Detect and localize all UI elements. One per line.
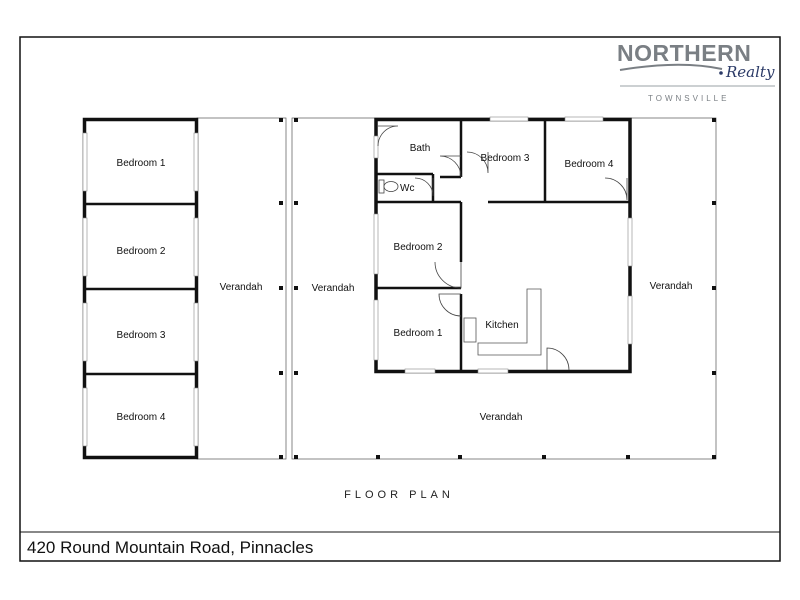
annex-verandah-posts [279,118,283,459]
kitchen-label: Kitchen [485,320,518,331]
verandah-south-label: Verandah [480,412,523,423]
northern-realty-logo: NORTHERN Realty TOWNSVILLE [617,40,775,103]
bedroom-3-label: Bedroom 3 [481,153,530,164]
verandah-west-label: Verandah [312,283,355,294]
house-windows [373,116,633,374]
wc-label: Wc [400,183,414,194]
verandah-east-label: Verandah [650,281,693,292]
annex-bedroom-1-label: Bedroom 1 [117,158,166,169]
house-interior-walls [377,121,629,370]
annex-verandah-label: Verandah [220,282,263,293]
toilet-icon [378,179,399,194]
bedroom-2-label: Bedroom 2 [394,242,443,253]
bedroom-1-label: Bedroom 1 [394,328,443,339]
logo-dot [719,71,723,75]
bedroom-4-label: Bedroom 4 [565,159,614,170]
property-address: 420 Round Mountain Road, Pinnacles [27,538,313,557]
logo-wordmark: NORTHERN [617,40,751,66]
annex-windows-left [82,132,88,447]
sheet-border [19,36,781,562]
kitchen-counter [463,288,542,356]
annex-windows-right [193,132,199,447]
annex-bedroom-3-label: Bedroom 3 [117,330,166,341]
house-doors [377,125,628,371]
logo-swoosh [619,63,723,71]
logo-location: TOWNSVILLE [648,94,729,103]
floor-plan-caption: FLOOR PLAN [344,489,454,501]
annex-bedroom-2-label: Bedroom 2 [117,246,166,257]
logo-tagline: Realty [725,63,775,81]
annex-bedroom-4-label: Bedroom 4 [117,412,166,423]
house-verandah-posts [294,118,716,459]
annex-walls [82,117,199,460]
annex-building: Bedroom 1 Bedroom 2 Bedroom 3 Bedroom 4 … [82,117,287,460]
main-house: Bath Wc Bedroom 3 Bedroom 4 Bedroom 2 Be… [291,116,717,460]
bath-label: Bath [410,143,431,154]
